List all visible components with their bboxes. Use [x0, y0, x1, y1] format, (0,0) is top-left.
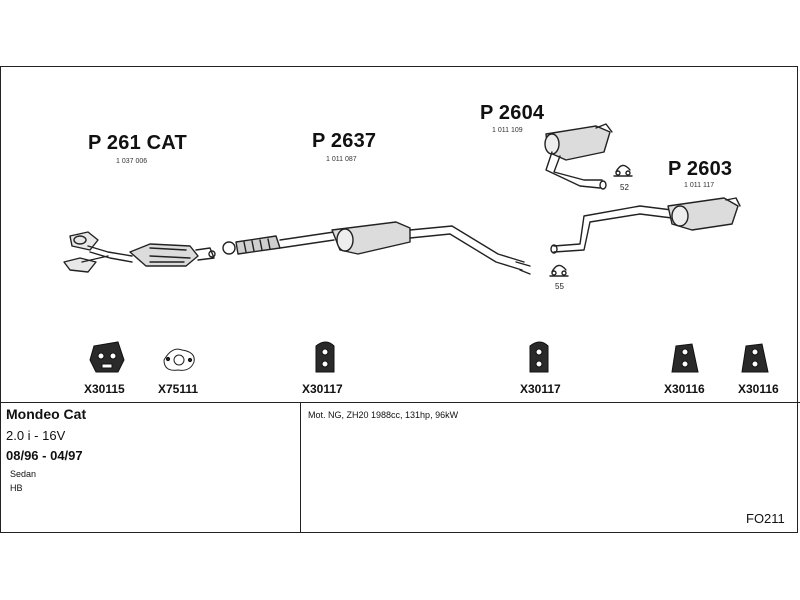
hardware-code-x30115: X30115	[84, 382, 125, 396]
hardware-code-x30116-2: X30116	[738, 382, 779, 396]
gasket-x75111	[163, 348, 195, 371]
vehicle-engine: 2.0 i - 16V	[6, 428, 66, 443]
vehicle-model: Mondeo Cat	[6, 406, 87, 422]
rubber-hanger-x30117-1	[315, 341, 335, 373]
rear-silencer-upper	[544, 123, 613, 190]
rubber-hanger-x30117-2	[529, 341, 549, 373]
clamp-55	[549, 264, 569, 277]
part-label-p2637: P 2637	[312, 130, 377, 152]
center-pipe	[222, 231, 335, 255]
rubber-hanger-x30115	[89, 341, 125, 373]
catalytic-converter	[129, 243, 216, 267]
part-label-p2604: P 2604	[480, 102, 545, 124]
rear-silencer-lower	[550, 197, 741, 254]
hardware-code-x30116-1: X30116	[664, 382, 705, 396]
part-label-p261: P 261 CAT	[88, 132, 187, 154]
part-number-p2604: 1 011 109	[492, 127, 523, 134]
rubber-hanger-x30116-2	[741, 343, 769, 373]
part-number-p2637: 1 011 087	[326, 156, 357, 163]
engine-info: Mot. NG, ZH20 1988cc, 131hp, 96kW	[308, 410, 459, 420]
vehicle-body-sedan: Sedan	[10, 469, 37, 479]
clamp-52	[613, 164, 633, 177]
info-column-divider	[300, 402, 301, 533]
part-number-p2603: 1 011 117	[684, 182, 715, 189]
reference-code: FO211	[746, 511, 785, 526]
hardware-code-x75111: X75111	[158, 382, 199, 396]
vehicle-body-hb: HB	[10, 483, 23, 493]
vehicle-years: 08/96 - 04/97	[6, 448, 83, 463]
part-number-p261: 1 037 006	[116, 158, 148, 165]
part-label-p2603: P 2603	[668, 158, 733, 180]
hardware-code-x30117-2: X30117	[520, 382, 561, 396]
manifold-pipe	[63, 231, 133, 273]
info-divider	[0, 402, 800, 403]
hardware-code-x30117-1: X30117	[302, 382, 343, 396]
clamp-number-55: 55	[555, 282, 564, 291]
middle-silencer	[331, 221, 531, 275]
clamp-number-52: 52	[620, 183, 629, 192]
rubber-hanger-x30116-1	[671, 343, 699, 373]
diagram-frame	[0, 66, 798, 533]
